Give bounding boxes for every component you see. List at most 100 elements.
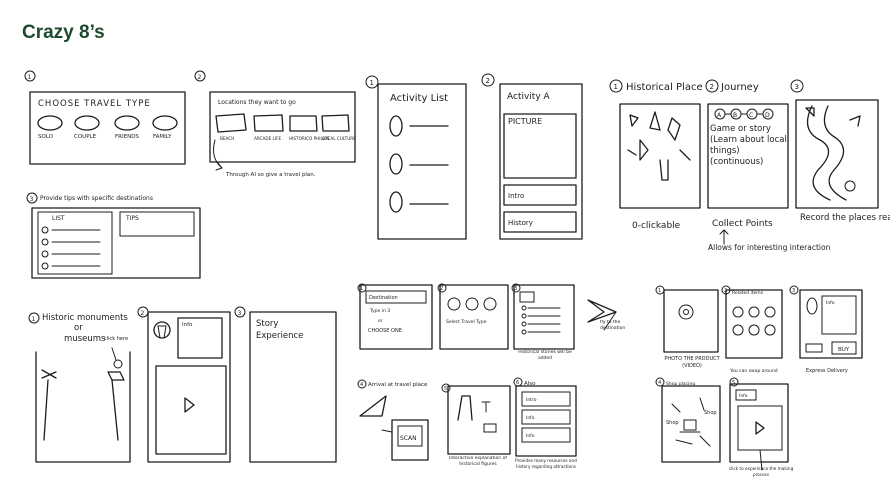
svg-text:2: 2 <box>141 310 145 317</box>
svg-text:1: 1 <box>658 288 661 294</box>
svg-text:Info: Info <box>826 300 835 306</box>
svg-text:Shop: Shop <box>704 410 717 416</box>
sketch-heading: Provide tips with specific destinations <box>40 195 153 202</box>
svg-text:Info: Info <box>526 433 535 439</box>
sketch-video-screen: 2 Info <box>137 306 231 463</box>
svg-text:ARCADE LIFE: ARCADE LIFE <box>254 136 282 141</box>
caption: 0-clickable <box>632 221 681 231</box>
svg-text:SCAN: SCAN <box>400 435 417 442</box>
sketch-shop-map: 4 Shop placing Shop Shop <box>655 377 721 463</box>
sketch-historical-place: 1 Historical Place 0-clickable <box>609 79 703 231</box>
sketch-fly-note: fly to the destination <box>587 299 625 331</box>
svg-text:4: 4 <box>360 382 363 388</box>
svg-text:Info: Info <box>526 415 535 421</box>
sketch-info-list: 6 Also Intro Info Info Provides many res… <box>513 377 577 469</box>
sketch-activity-detail: 2 Activity A PICTURE Intro History <box>481 73 583 240</box>
arrow-note: Allows for interesting interaction <box>708 243 831 252</box>
svg-text:1: 1 <box>614 83 618 91</box>
sketch-record-places: 3 Record the places reached <box>790 79 890 223</box>
sketch-video-play: 5 Info click to experience the making pr… <box>728 377 794 477</box>
svg-text:5: 5 <box>732 380 735 386</box>
page-title: Crazy 8’s <box>22 22 105 43</box>
option-friends: FRIENDS <box>115 134 139 140</box>
svg-text:6: 6 <box>516 380 519 386</box>
svg-text:PICTURE: PICTURE <box>508 117 542 126</box>
svg-text:Shop placing: Shop placing <box>666 381 695 387</box>
caption: click to experience the making process <box>728 466 794 477</box>
svg-text:3: 3 <box>792 288 795 294</box>
option-solo: SOLO <box>38 134 54 140</box>
sketch-journey: 2 Journey A B C D Game or story (Learn a… <box>705 79 831 252</box>
caption: Record the places reached <box>800 213 890 223</box>
sketch-monuments: 1 Historic monuments or museums click he… <box>28 312 131 463</box>
svg-text:Type in 3: Type in 3 <box>369 308 390 314</box>
ai-note: Through AI so give a travel plan. <box>225 172 316 178</box>
sketch-related-items: 2 Related items You can swap around <box>721 285 783 374</box>
svg-text:TIPS: TIPS <box>125 215 139 222</box>
svg-text:HISTORICO PHILIPS: HISTORICO PHILIPS <box>289 136 330 141</box>
svg-text:Select Travel Type: Select Travel Type <box>446 319 487 325</box>
sketch-heading: Activity List <box>390 93 448 104</box>
svg-text:LIST: LIST <box>52 215 65 222</box>
sketch-heading: Locations they want to go <box>218 99 296 106</box>
sketch-heading: Journey <box>720 82 759 93</box>
caption: Express Delivery <box>806 368 848 374</box>
svg-text:Intro: Intro <box>508 192 524 200</box>
svg-text:A: A <box>717 112 722 119</box>
svg-text:5: 5 <box>444 386 447 392</box>
svg-text:2: 2 <box>198 74 202 81</box>
svg-text:1: 1 <box>32 316 36 323</box>
caption: You can swap around <box>729 368 778 374</box>
svg-text:Destination: Destination <box>369 295 398 301</box>
svg-text:BUY: BUY <box>838 347 850 353</box>
svg-text:Shop: Shop <box>666 420 679 426</box>
svg-text:3: 3 <box>514 286 517 292</box>
svg-text:museums: museums <box>64 334 106 344</box>
sketch-figures: 5 Interactive explanation of historical … <box>441 383 511 467</box>
journey-body: Game or story (Learn about local things)… <box>710 124 787 167</box>
svg-text:Info: Info <box>182 322 193 328</box>
svg-text:Also: Also <box>524 381 536 387</box>
svg-text:D: D <box>765 112 770 119</box>
svg-text:or: or <box>378 318 383 324</box>
sketch-destination-picker: 1 Destination Type in 3 or CHOOSE ONE <box>357 283 433 350</box>
sketch-activity-list: 1 Activity List <box>365 75 467 240</box>
svg-text:3: 3 <box>238 310 242 317</box>
svg-text:B: B <box>733 112 737 119</box>
svg-text:Related items: Related items <box>732 290 764 296</box>
svg-text:3: 3 <box>30 196 34 203</box>
sketch-tips: 3 Provide tips with specific destination… <box>26 192 201 279</box>
svg-text:or: or <box>74 323 83 333</box>
click-note: click here <box>104 336 128 342</box>
sketch-heading: Activity A <box>507 92 551 102</box>
svg-text:LOCAL CULTURE: LOCAL CULTURE <box>322 136 356 141</box>
svg-text:History: History <box>508 219 533 227</box>
sketch-history-stories: 3 Historical stories will be added <box>511 283 575 361</box>
svg-text:4: 4 <box>658 380 661 386</box>
svg-text:2: 2 <box>440 286 443 292</box>
sketch-number: 1 <box>28 74 32 81</box>
sketch-choose-travel-type: 1 CHOOSE TRAVEL TYPE SOLO COUPLE FRIENDS… <box>24 70 186 165</box>
sketch-heading: Historical Place <box>626 82 703 93</box>
svg-text:Info: Info <box>739 393 748 399</box>
caption: Collect Points <box>712 219 773 229</box>
svg-text:3: 3 <box>795 83 799 91</box>
story-text: Story Experience <box>256 319 304 341</box>
svg-text:1: 1 <box>370 79 374 87</box>
sketch-arrival: 4 Arrival at travel place SCAN <box>357 379 429 461</box>
sketch-heading: CHOOSE TRAVEL TYPE <box>38 99 151 109</box>
svg-text:2: 2 <box>486 77 490 85</box>
sketch-locations: 2 Locations they want to go BEACH ARCADE… <box>194 70 356 178</box>
sketch-story-experience: 3 Story Experience <box>234 306 337 463</box>
option-couple: COUPLE <box>74 134 97 140</box>
svg-text:C: C <box>749 112 753 119</box>
sketch-product-photo: 1 PHOTO THE PRODUCT (VIDEO) <box>655 285 720 369</box>
svg-text:BEACH: BEACH <box>220 136 234 141</box>
svg-text:CHOOSE ONE: CHOOSE ONE <box>368 328 402 334</box>
svg-text:2: 2 <box>710 83 714 91</box>
option-family: FAMILY <box>153 134 172 140</box>
caption: Historical stories will be added <box>518 350 572 361</box>
caption: Provides many resources and history rega… <box>515 458 577 469</box>
sketch-heading: Arrival at travel place <box>368 382 428 388</box>
